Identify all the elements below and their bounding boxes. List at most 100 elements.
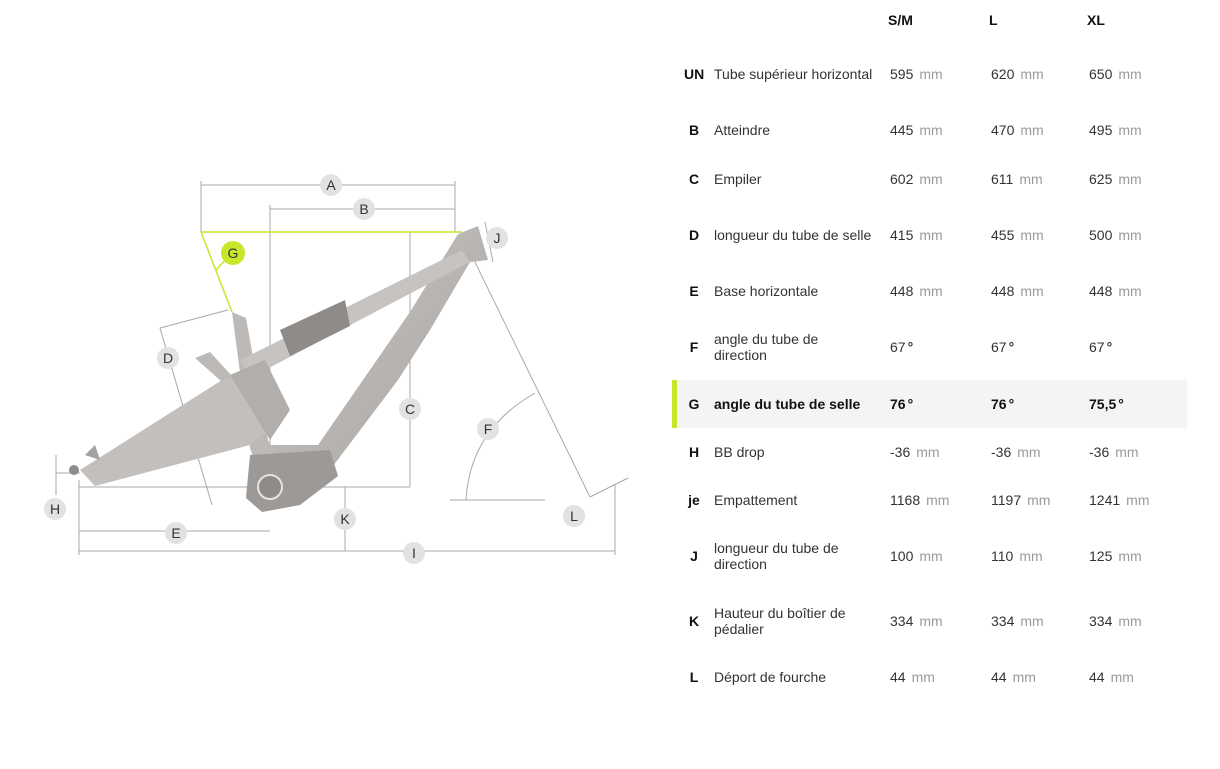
badge-A: A bbox=[320, 174, 342, 196]
value-number: 602 bbox=[890, 171, 914, 187]
badge-J-label: J bbox=[494, 230, 501, 246]
badge-I-label: I bbox=[412, 545, 416, 561]
value-unit: mm bbox=[1126, 492, 1150, 508]
value-number: 611 bbox=[991, 171, 1014, 187]
value-unit: mm bbox=[1118, 122, 1142, 138]
row-label: longueur du tube de direction bbox=[714, 540, 839, 572]
row-value-l: 611 mm bbox=[991, 171, 1043, 187]
badge-G-label: G bbox=[228, 245, 239, 261]
value-unit: mm bbox=[1020, 283, 1044, 299]
value-unit: ° bbox=[907, 339, 914, 355]
column-header-xl: XL bbox=[1087, 12, 1105, 28]
value-unit: mm bbox=[1020, 613, 1044, 629]
value-unit: ° bbox=[1008, 396, 1015, 412]
row-letter: D bbox=[688, 227, 700, 243]
badge-B: B bbox=[353, 198, 375, 220]
row-value-l: 67° bbox=[991, 339, 1014, 355]
row-label: Empiler bbox=[714, 171, 762, 187]
value-unit: mm bbox=[926, 492, 950, 508]
value-number: 100 bbox=[890, 548, 914, 564]
value-unit: mm bbox=[1012, 669, 1036, 685]
value-number: -36 bbox=[1089, 444, 1110, 460]
value-unit: ° bbox=[907, 396, 914, 412]
row-value-xl: 495 mm bbox=[1089, 122, 1142, 138]
row-letter: G bbox=[688, 396, 700, 412]
value-unit: mm bbox=[919, 548, 943, 564]
value-number: 67 bbox=[991, 339, 1007, 355]
row-value-sm: -36 mm bbox=[890, 444, 940, 460]
row-value-sm: 1168 mm bbox=[890, 492, 949, 508]
value-unit: mm bbox=[1020, 227, 1044, 243]
row-label: longueur du tube de selle bbox=[714, 227, 872, 243]
badge-E-label: E bbox=[171, 525, 180, 541]
value-unit: mm bbox=[919, 227, 943, 243]
value-unit: mm bbox=[1118, 283, 1142, 299]
value-number: 110 bbox=[991, 548, 1014, 564]
column-header-l: L bbox=[989, 12, 998, 28]
value-number: 620 bbox=[991, 66, 1015, 82]
value-number: 595 bbox=[890, 66, 914, 82]
value-number: 455 bbox=[991, 227, 1015, 243]
badge-D-label: D bbox=[163, 350, 173, 366]
value-unit: mm bbox=[1027, 492, 1051, 508]
row-label: Atteindre bbox=[714, 122, 771, 138]
row-letter: E bbox=[689, 283, 699, 299]
row-value-xl: 67° bbox=[1089, 339, 1112, 355]
badge-I: I bbox=[403, 542, 425, 564]
badge-J: J bbox=[486, 227, 508, 249]
row-value-sm: 100 mm bbox=[890, 548, 943, 564]
row-label: BB drop bbox=[714, 444, 765, 460]
value-number: 334 bbox=[1089, 613, 1113, 629]
badge-K: K bbox=[334, 508, 356, 530]
row-label: angle du tube de selle bbox=[714, 396, 861, 412]
value-unit: mm bbox=[1118, 171, 1142, 187]
value-unit: mm bbox=[1020, 66, 1044, 82]
badge-B-label: B bbox=[359, 201, 368, 217]
value-unit: mm bbox=[919, 613, 943, 629]
badge-G: G bbox=[221, 241, 245, 265]
value-number: -36 bbox=[890, 444, 911, 460]
frame-drawing: A B C D E F G H I J K L bbox=[44, 174, 629, 564]
bike-geometry-diagram: A B C D E F G H I J K L bbox=[44, 174, 629, 564]
value-number: 495 bbox=[1089, 122, 1113, 138]
bike-frame bbox=[69, 226, 488, 512]
row-value-l: 1197 mm bbox=[991, 492, 1050, 508]
value-number: -36 bbox=[991, 444, 1012, 460]
value-number: 445 bbox=[890, 122, 914, 138]
row-value-l: 76° bbox=[991, 396, 1014, 412]
value-unit: mm bbox=[1017, 444, 1041, 460]
value-number: 650 bbox=[1089, 66, 1113, 82]
value-number: 125 bbox=[1089, 548, 1113, 564]
value-number: 75,5 bbox=[1089, 396, 1117, 412]
badge-C: C bbox=[399, 398, 421, 420]
value-unit: mm bbox=[916, 444, 940, 460]
value-unit: mm bbox=[1118, 227, 1142, 243]
value-unit: mm bbox=[1019, 171, 1043, 187]
badge-L-label: L bbox=[570, 508, 578, 524]
value-number: 67 bbox=[1089, 339, 1105, 355]
value-number: 1197 bbox=[991, 492, 1022, 508]
row-letter: H bbox=[688, 444, 700, 460]
value-unit: mm bbox=[1118, 66, 1142, 82]
row-label: angle du tube de direction bbox=[714, 331, 819, 363]
badge-C-label: C bbox=[405, 401, 415, 417]
value-number: 1168 bbox=[890, 492, 921, 508]
value-number: 67 bbox=[890, 339, 906, 355]
